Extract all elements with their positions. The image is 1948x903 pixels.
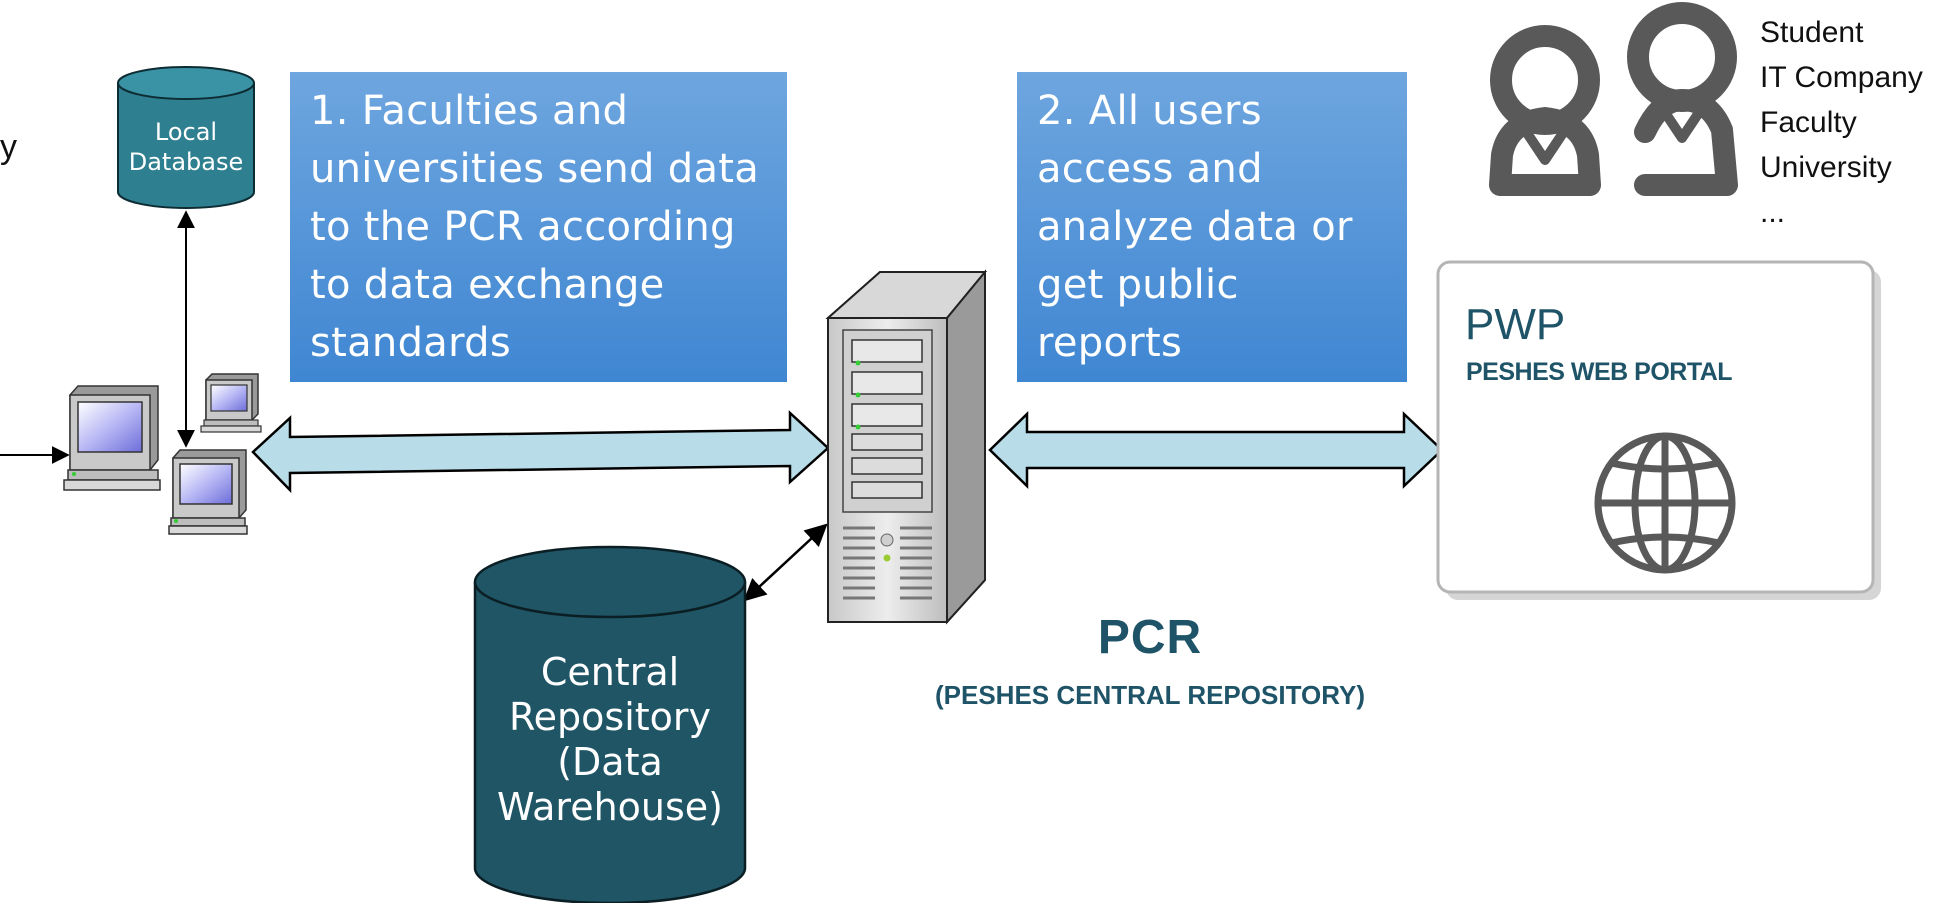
local-db-line-2: Database [128,148,244,176]
server-icon [825,269,988,625]
central-database-icon [473,545,747,903]
pcr-subtitle: (PESHES CENTRAL REPOSITORY) [934,680,1366,710]
faculties-line-2: universities send data [310,146,760,192]
computer-icon-main [63,385,161,491]
right-double-arrow [988,411,1444,489]
central-db-arrow [743,523,828,602]
pwp-subtitle: PESHES WEB PORTAL [1466,358,1733,386]
faculties-line-4: to data exchange [310,262,665,308]
central-db-line-1: Central [540,650,680,694]
central-repository-label: Central Repository (Data Warehouse) [470,650,750,830]
users-icon-collars [1520,105,1707,165]
users-line-3: analyze data or [1037,204,1353,250]
users-box-text: 2. All users access and analyze data or … [1037,82,1353,372]
users-line-2: access and [1037,146,1263,192]
user-type-student: Student [1760,16,1864,49]
computer-icon-small [200,373,262,433]
users-line-1: 2. All users [1037,88,1262,134]
faculties-box-text: 1. Faculties and universities send data … [310,82,759,372]
central-db-line-4: Warehouse) [496,785,723,829]
user-type-more: ... [1760,196,1786,229]
central-db-line-2: Repository [508,695,712,739]
local-database-icon [117,66,255,209]
users-line-5: reports [1037,320,1183,366]
faculties-line-3: to the PCR according [310,204,736,250]
users-icon [1489,2,1738,196]
left-double-arrow [251,410,830,494]
user-type-faculty: Faculty [1760,106,1857,139]
central-db-line-3: (Data [557,740,663,784]
users-line-4: get public [1037,262,1239,308]
local-db-line-1: Local [154,118,218,146]
user-types-list: Student IT Company Faculty University ..… [1760,10,1923,235]
pcr-title: PCR [1097,611,1203,664]
pwp-title: PWP [1465,300,1566,349]
computer-icon-lower [168,449,248,535]
local-database-label: Local Database [118,117,254,177]
edge-text-fragment: y [0,128,17,166]
users-info-box [1017,72,1407,382]
user-type-university: University [1760,151,1892,184]
faculties-line-5: standards [310,320,511,366]
pwp-panel [1436,260,1875,594]
globe-icon [1594,432,1736,574]
faculties-info-box [290,72,787,382]
user-type-it-company: IT Company [1760,61,1923,94]
faculties-line-1: 1. Faculties and [310,88,629,134]
